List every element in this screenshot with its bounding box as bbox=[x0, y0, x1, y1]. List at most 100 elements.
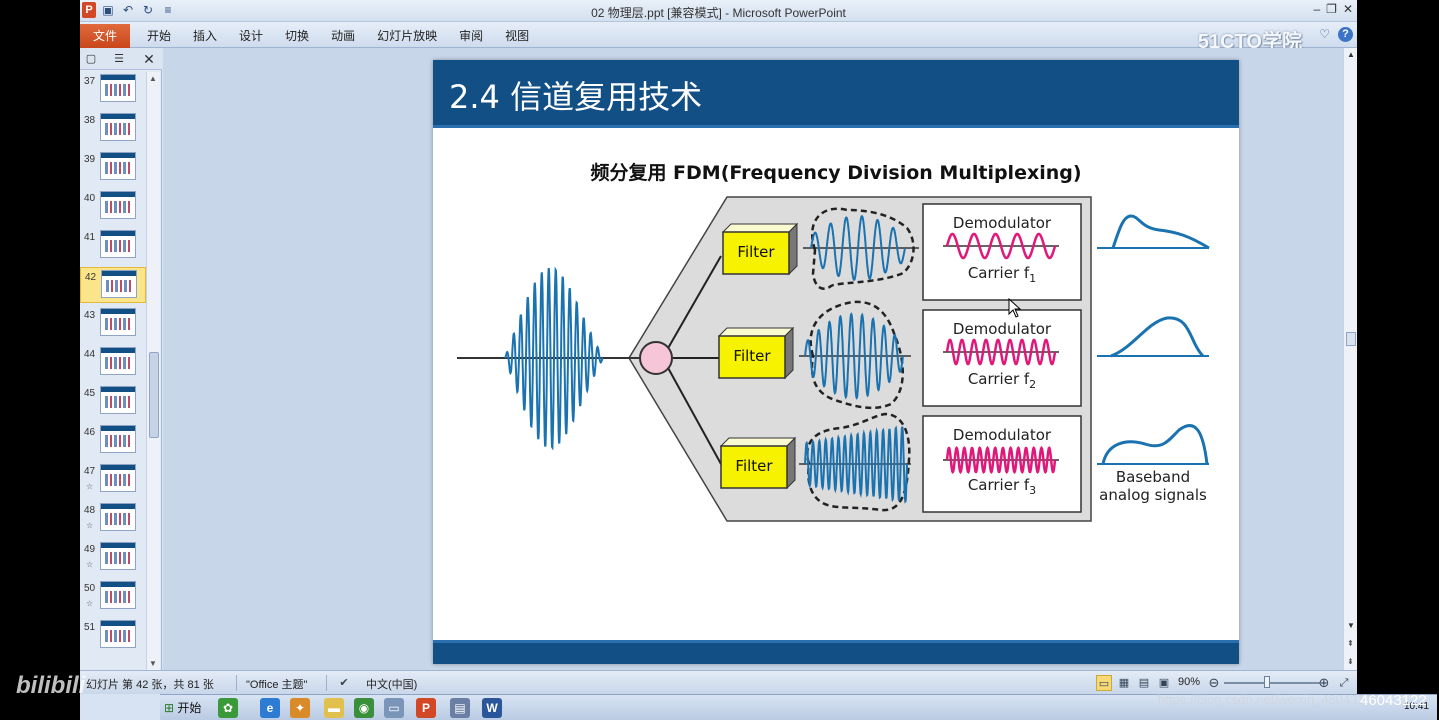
powerpoint-app-icon[interactable]: P bbox=[82, 2, 96, 18]
slide-thumbnail[interactable]: 40 bbox=[80, 189, 146, 225]
word-taskbar-icon[interactable]: W bbox=[482, 698, 502, 718]
composite-signal-wave bbox=[504, 266, 604, 451]
slide-thumbnail[interactable]: 51 bbox=[80, 618, 146, 654]
slide-number: 44 bbox=[84, 349, 96, 360]
slide-thumbnail[interactable]: 38 bbox=[80, 111, 146, 147]
scroll-down-icon[interactable]: ▼ bbox=[1347, 621, 1355, 630]
animation-star-icon: ☆ bbox=[86, 599, 94, 608]
slide-thumbnail-image bbox=[100, 113, 136, 141]
slide-scrollbar[interactable]: ▲ ▼ ⇞ ⇟ bbox=[1343, 48, 1357, 670]
slide-thumbnail[interactable]: 46 bbox=[80, 423, 146, 459]
taskbar-app-icon[interactable]: ▤ bbox=[450, 698, 470, 718]
restore-button[interactable]: ❐ bbox=[1326, 2, 1337, 16]
panel-scrollbar[interactable]: ▲ ▼ bbox=[146, 72, 160, 670]
next-slide-icon[interactable]: ⇟ bbox=[1347, 657, 1354, 666]
customize-qat-icon[interactable]: ≡ bbox=[164, 3, 172, 17]
window-controls: – ❐ ✕ bbox=[1313, 2, 1353, 16]
slide-number: 39 bbox=[84, 154, 96, 165]
scroll-up-icon[interactable]: ▲ bbox=[149, 74, 157, 83]
carrier-label: Carrier f3 bbox=[923, 476, 1081, 497]
slide-thumbnail-image bbox=[100, 581, 136, 609]
slide-thumbnail[interactable]: 39 bbox=[80, 150, 146, 186]
save-icon[interactable]: ▣ bbox=[102, 3, 114, 17]
minimize-button[interactable]: – bbox=[1313, 2, 1321, 16]
normal-view-icon[interactable]: ▭ bbox=[1096, 675, 1112, 691]
reading-view-icon[interactable]: ▤ bbox=[1138, 677, 1150, 689]
zoom-out-icon[interactable]: ⊖ bbox=[1208, 675, 1220, 690]
redo-icon[interactable]: ↻ bbox=[142, 3, 154, 17]
baseband-signal-2 bbox=[1110, 316, 1205, 358]
taskbar-app-icon[interactable]: ✦ bbox=[290, 698, 310, 718]
slide-thumbnail[interactable]: 48 ☆ bbox=[80, 501, 146, 537]
ribbon-tabs: 文件 开始插入设计切换动画幻灯片放映审阅视图 51CTO学院 ♡ ? bbox=[80, 22, 1357, 53]
slide-thumbnail[interactable]: 49☆ bbox=[80, 540, 146, 576]
slide-sorter-icon[interactable]: ▦ bbox=[1118, 677, 1130, 689]
slideshow-view-icon[interactable]: ▣ bbox=[1158, 677, 1170, 689]
slide-number: 48 bbox=[84, 505, 96, 516]
filtered-wave-2 bbox=[804, 312, 904, 400]
slide-number: 38 bbox=[84, 115, 96, 126]
slide-thumbnail[interactable]: 44 bbox=[80, 345, 146, 381]
zoom-slider-thumb[interactable] bbox=[1264, 676, 1271, 688]
file-explorer-icon[interactable]: ▬ bbox=[324, 698, 344, 718]
tab-file[interactable]: 文件 bbox=[80, 24, 130, 48]
ribbon-tab[interactable]: 开始 bbox=[147, 28, 172, 43]
slide-editing-area: 2.4 信道复用技术 频分复用 FDM(Frequency Division M… bbox=[163, 48, 1343, 670]
slides-tab-icon[interactable]: ▢ bbox=[85, 53, 97, 65]
taskbar-app-icon[interactable]: ▭ bbox=[384, 698, 404, 718]
ribbon-tab[interactable]: 插入 bbox=[193, 28, 218, 43]
slide-thumbnail[interactable]: 41 bbox=[80, 228, 146, 264]
slide-scroll-thumb[interactable] bbox=[1346, 332, 1356, 346]
carrier-text: Carrier f bbox=[967, 476, 1030, 494]
diagram-title[interactable]: 频分复用 FDM(Frequency Division Multiplexing… bbox=[590, 162, 1082, 184]
start-button[interactable]: ⊞ 开始 bbox=[160, 697, 204, 719]
collapse-ribbon-icon[interactable]: ♡ bbox=[1319, 27, 1330, 41]
slide-thumbnail[interactable]: 47☆ bbox=[80, 462, 146, 498]
spellcheck-icon[interactable]: ✔ bbox=[339, 677, 349, 689]
animation-star-icon: ☆ bbox=[86, 482, 94, 491]
fit-to-window-icon[interactable]: ⤢ bbox=[1339, 677, 1349, 689]
slide-number: 45 bbox=[84, 388, 96, 399]
slide-title[interactable]: 2.4 信道复用技术 bbox=[449, 78, 703, 116]
slide-number: 49 bbox=[84, 544, 96, 555]
slide-header-band: 2.4 信道复用技术 bbox=[433, 60, 1239, 128]
chrome-browser-icon[interactable]: ◉ bbox=[354, 698, 374, 718]
taskbar-app-icon[interactable]: ✿ bbox=[218, 698, 238, 718]
close-panel-icon[interactable]: ✕ bbox=[143, 51, 155, 67]
slide-thumbnail[interactable]: 43 bbox=[80, 306, 146, 342]
zoom-slider[interactable] bbox=[1224, 682, 1320, 684]
ribbon-tab[interactable]: 审阅 bbox=[459, 28, 484, 43]
zoom-level[interactable]: 90% bbox=[1178, 676, 1201, 688]
ribbon-tab[interactable]: 设计 bbox=[239, 28, 264, 43]
outline-tab-icon[interactable]: ☰ bbox=[114, 53, 124, 65]
help-icon[interactable]: ? bbox=[1338, 27, 1353, 42]
slide-thumbnail[interactable]: 37 bbox=[80, 72, 146, 108]
slide-thumbnail[interactable]: 50☆ bbox=[80, 579, 146, 615]
undo-icon[interactable]: ↶ bbox=[122, 3, 134, 17]
scroll-up-icon[interactable]: ▲ bbox=[1347, 50, 1355, 59]
system-clock[interactable]: 10:41 bbox=[1403, 701, 1429, 712]
window-title: 02 物理层.ppt [兼容模式] - Microsoft PowerPoint bbox=[591, 6, 846, 20]
close-button[interactable]: ✕ bbox=[1342, 2, 1353, 16]
panel-scroll-thumb[interactable] bbox=[149, 352, 159, 438]
ribbon-tab[interactable]: 幻灯片放映 bbox=[377, 28, 438, 43]
language-status[interactable]: 中文(中国) bbox=[366, 679, 418, 691]
previous-slide-icon[interactable]: ⇞ bbox=[1347, 639, 1354, 648]
baseband-label: Baseband bbox=[1115, 468, 1191, 486]
slide-thumbnail[interactable]: 45 bbox=[80, 384, 146, 420]
ribbon-tab[interactable]: 切换 bbox=[285, 28, 310, 43]
powerpoint-taskbar-icon[interactable]: P bbox=[416, 698, 436, 718]
slide-thumbnail[interactable]: 42 bbox=[80, 267, 146, 303]
user-id-watermark: 46043122 bbox=[1360, 692, 1427, 709]
ie-browser-icon[interactable]: e bbox=[260, 698, 280, 718]
scroll-down-icon[interactable]: ▼ bbox=[149, 659, 157, 668]
current-slide[interactable]: 2.4 信道复用技术 频分复用 FDM(Frequency Division M… bbox=[433, 60, 1239, 664]
ribbon-tab[interactable]: 视图 bbox=[505, 28, 530, 43]
start-label: 开始 bbox=[177, 701, 202, 715]
baseband-signal-1 bbox=[1111, 214, 1210, 250]
ribbon-tab[interactable]: 动画 bbox=[331, 28, 356, 43]
demodulator-label: Demodulator bbox=[952, 426, 1052, 444]
zoom-in-icon[interactable]: ⊕ bbox=[1318, 675, 1330, 690]
animation-star-icon: ☆ bbox=[86, 521, 94, 530]
